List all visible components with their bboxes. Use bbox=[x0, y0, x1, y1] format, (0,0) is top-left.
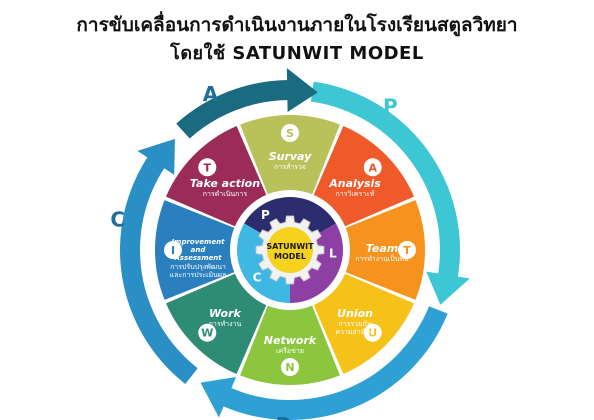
segment-name: Network bbox=[264, 334, 317, 347]
segment-letter-badge bbox=[281, 124, 299, 142]
segment-letter: W bbox=[201, 327, 213, 340]
segment-thai-label: การทำงาน bbox=[209, 320, 242, 328]
segment-thai-label: การดำเนินการ bbox=[203, 190, 248, 198]
segment-letter-badge bbox=[398, 241, 416, 259]
segment-letter: I bbox=[171, 244, 175, 257]
pdca-arrowhead bbox=[200, 377, 237, 418]
segment-letter-badge bbox=[363, 323, 382, 342]
inner-letter: P bbox=[261, 208, 270, 222]
segment-name: Union bbox=[337, 307, 373, 320]
segment-thai-label: การทำงานเป็นทีม bbox=[355, 254, 408, 263]
segment-letter-badge bbox=[198, 323, 217, 342]
pdca-outer-ring: P D C A bbox=[110, 68, 470, 420]
segment-thai-label: การสำรวจ bbox=[274, 163, 306, 171]
segment-letter-badge bbox=[164, 241, 182, 259]
pdca-arc-c bbox=[120, 154, 198, 384]
segment-thai-label: การปรับปรุงพัฒนา bbox=[170, 263, 226, 271]
segment-letter: A bbox=[368, 161, 377, 174]
center-label-line-1: SATUNWIT bbox=[266, 242, 314, 251]
segment-thai-label: การวิเคราะห์ bbox=[336, 190, 375, 198]
pdca-letter: D bbox=[276, 413, 293, 420]
segment-letter: N bbox=[285, 361, 294, 374]
title-line-2: โดยใช้ SATUNWIT MODEL bbox=[170, 43, 424, 64]
pdca-letter: C bbox=[110, 208, 125, 232]
segment-name: Take action bbox=[190, 177, 260, 190]
segment-thai-label: ความสามัคคี bbox=[335, 328, 375, 336]
segment-name: Team bbox=[366, 242, 398, 255]
segment-name: Work bbox=[209, 307, 242, 320]
segment-name: Analysis bbox=[328, 177, 381, 190]
segment-letter: U bbox=[368, 327, 377, 340]
pdca-arc-p bbox=[310, 81, 460, 280]
segment-thai-label: เครือข่าย bbox=[276, 347, 304, 355]
title-line-1: การขับเคลื่อนการดำเนินงานภายในโรงเรียนสต… bbox=[76, 14, 518, 36]
segment-letter-badge bbox=[281, 358, 299, 376]
segment-team bbox=[345, 200, 425, 300]
segment-letter: T bbox=[204, 161, 212, 174]
gear-center bbox=[267, 227, 313, 273]
segment-network bbox=[240, 305, 340, 385]
pdca-arc-d bbox=[220, 306, 448, 420]
inner-letter: C bbox=[253, 271, 262, 285]
segment-name: Assessment bbox=[173, 254, 222, 262]
pdca-letter: A bbox=[203, 82, 219, 106]
segment-name: Survay bbox=[269, 150, 312, 163]
segment-letter-badge bbox=[363, 158, 382, 177]
segment-name: Improvement bbox=[172, 238, 226, 246]
segment-survay bbox=[240, 114, 340, 195]
segment-union bbox=[313, 273, 414, 374]
segment-improvement-and-assessment bbox=[155, 200, 235, 300]
segment-take-action bbox=[166, 126, 267, 227]
segment-thai-label: และการประเมินผล bbox=[170, 271, 227, 279]
pdca-arrowhead bbox=[286, 68, 318, 113]
segment-name: and bbox=[191, 246, 207, 254]
segment-work bbox=[166, 273, 267, 374]
pdca-letter: P bbox=[383, 95, 398, 119]
segment-analysis bbox=[313, 126, 414, 227]
inner-letter: L bbox=[329, 247, 337, 261]
segment-thai-label: การรวมกัน bbox=[338, 320, 371, 328]
segment-letter-badge bbox=[198, 158, 217, 177]
center-label-line-2: MODEL bbox=[274, 252, 306, 261]
segment-letter: S bbox=[286, 127, 294, 140]
pdca-arrowhead bbox=[137, 138, 175, 175]
pdca-arc-a bbox=[176, 80, 290, 139]
pdca-arrowhead bbox=[426, 271, 470, 305]
segment-letter: T bbox=[403, 244, 411, 257]
